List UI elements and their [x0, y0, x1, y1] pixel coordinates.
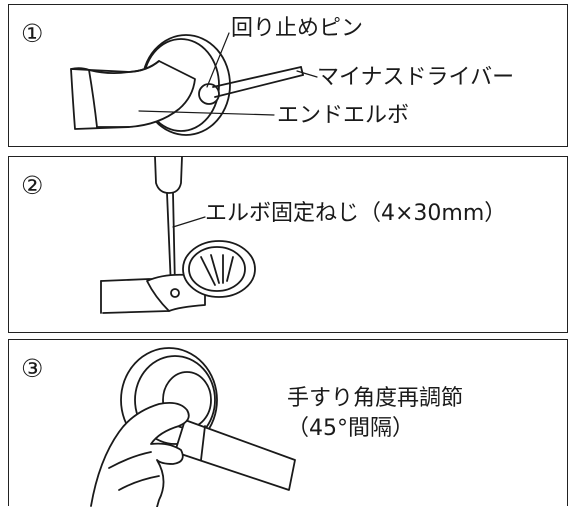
step-1-panel: ① 回り止めピン マイナスドライバー エンドエルボ: [8, 4, 568, 147]
handrail-rotate-illustration: [90, 347, 296, 507]
step-1-number: ①: [21, 19, 44, 48]
readjust-label-line2: （45°間隔）: [287, 416, 414, 441]
readjust-label-line1: 手すり角度再調節: [287, 386, 464, 411]
elbow-removal-illustration: [70, 32, 318, 136]
elbow-screw-illustration: [100, 156, 256, 314]
step-3-number: ③: [21, 354, 44, 383]
pin-label: 回り止めピン: [231, 16, 364, 41]
step-2-panel: ② エルボ固定ねじ（4×30mm）: [8, 156, 568, 333]
elbow-screw-label: エルボ固定ねじ（4×30mm）: [205, 201, 507, 226]
end-elbow-label: エンドエルボ: [277, 103, 410, 128]
step-3-panel: ③ 手すり角度再調節 （45°間隔）: [8, 339, 568, 507]
step-2-number: ②: [21, 171, 44, 200]
screwdriver-label: マイナスドライバー: [317, 65, 515, 90]
